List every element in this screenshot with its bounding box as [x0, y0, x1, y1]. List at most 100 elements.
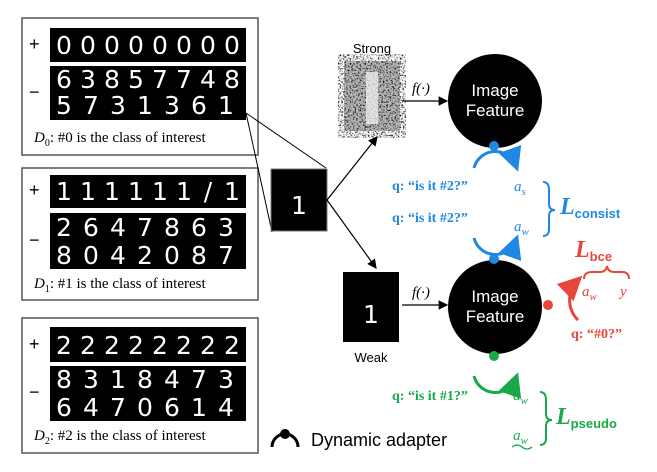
- mnist-digit: 8: [164, 213, 180, 242]
- query-pseudo: q: “is it #1?”: [392, 389, 468, 404]
- caption-D: D: [33, 130, 45, 146]
- mnist-digit: 0: [164, 241, 180, 270]
- mnist-digit: 1: [152, 177, 168, 206]
- mnist-digit: 3: [164, 91, 180, 120]
- mnist-digit: 8: [104, 65, 120, 94]
- mnist-digit: 0: [104, 31, 120, 60]
- loss-subscript: consist: [575, 206, 621, 221]
- a-subscript: w: [521, 435, 529, 447]
- mnist-digit: 0: [176, 31, 192, 60]
- loss-symbol: L: [574, 237, 590, 263]
- mnist-digit: 7: [176, 65, 192, 94]
- feature-label-line2: Feature: [466, 101, 525, 120]
- minus-sign: −: [29, 230, 40, 250]
- query-bce: q: “#0?”: [571, 327, 622, 342]
- mnist-digit: 7: [191, 365, 207, 394]
- caption-D: D: [33, 276, 45, 292]
- answer-strong: as: [514, 179, 526, 198]
- a-symbol: a: [514, 219, 522, 235]
- adapter-node: [543, 300, 553, 310]
- loss-subscript: pseudo: [571, 416, 617, 431]
- a-symbol: a: [513, 428, 521, 444]
- mnist-digit: 0: [224, 31, 240, 60]
- mnist-digit: 3: [218, 213, 234, 242]
- mnist-digit: 4: [164, 365, 180, 394]
- mnist-digit: 7: [83, 91, 99, 120]
- label-y: y: [618, 284, 627, 300]
- mnist-digit: 6: [191, 91, 207, 120]
- a-subscript: w: [521, 395, 529, 407]
- mnist-digit: 2: [224, 331, 240, 360]
- mnist-digit: 2: [80, 331, 96, 360]
- mnist-digit: 7: [137, 213, 153, 242]
- panel-caption: D1: #1 is the class of interest: [33, 276, 206, 295]
- a-symbol: a: [582, 284, 590, 300]
- mnist-digit: 3: [80, 65, 96, 94]
- mnist-digit: 7: [110, 393, 126, 422]
- mnist-digit: 6: [164, 393, 180, 422]
- strong-augmented-image: [344, 61, 400, 131]
- strong-image-stroke: [366, 72, 378, 124]
- a-subscript: w: [590, 291, 598, 303]
- positive-strip: [50, 175, 246, 208]
- mnist-digit: 3: [218, 365, 234, 394]
- weak-digit: 1: [363, 300, 379, 329]
- mnist-digit: 1: [56, 177, 72, 206]
- legend: Dynamic adapter: [270, 429, 447, 450]
- panel-caption: D2: #2 is the class of interest: [33, 428, 206, 447]
- a-subscript: w: [522, 226, 530, 238]
- mnist-digit: 4: [110, 213, 126, 242]
- mnist-digit: /: [204, 177, 213, 206]
- mnist-digit: 8: [224, 65, 240, 94]
- mnist-digit: 6: [56, 393, 72, 422]
- mnist-digit: 4: [83, 393, 99, 422]
- loss-subscript: bce: [590, 249, 612, 264]
- mnist-digit: 4: [218, 393, 234, 422]
- input-digit: 1: [291, 191, 307, 220]
- mnist-digit: 3: [83, 365, 99, 394]
- f-label-bottom: f(·): [412, 285, 430, 301]
- strong-label: Strong: [353, 41, 391, 56]
- brace-consist: [542, 181, 556, 237]
- a-symbol: a: [514, 179, 522, 195]
- panel-caption: D0: #0 is the class of interest: [33, 130, 206, 149]
- a-symbol: a: [513, 388, 521, 404]
- mnist-digit: 2: [137, 241, 153, 270]
- input-digit-image: [270, 168, 328, 232]
- connector-line: [245, 112, 273, 233]
- positive-strip: [50, 28, 246, 62]
- mnist-digit: 8: [56, 365, 72, 394]
- mnist-digit: 1: [110, 365, 126, 394]
- caption-D: D: [33, 428, 45, 444]
- arrow-to-weak: [326, 199, 377, 269]
- mnist-digit: 1: [137, 91, 153, 120]
- mnist-digit: 2: [176, 331, 192, 360]
- answer-bce: aw: [582, 284, 598, 303]
- mnist-digit: 0: [152, 31, 168, 60]
- mnist-digit: 1: [128, 177, 144, 206]
- plus-sign: +: [29, 180, 40, 200]
- caption-sub: 1: [45, 284, 50, 295]
- caption-sub: 0: [45, 138, 50, 149]
- mnist-digit: 2: [128, 331, 144, 360]
- mnist-digit: 8: [56, 241, 72, 270]
- image-feature-weak: [448, 260, 542, 354]
- mnist-digit: 4: [200, 65, 216, 94]
- dynamic-adapter-strong: [472, 144, 522, 172]
- mnist-digit: 6: [56, 65, 72, 94]
- answer-weak: aw: [514, 219, 530, 238]
- a-subscript: s: [522, 186, 526, 198]
- mnist-digit: 8: [137, 365, 153, 394]
- loss-consist: Lconsist: [559, 194, 621, 221]
- minus-sign: −: [29, 82, 40, 102]
- mnist-digit: 4: [110, 241, 126, 270]
- brace-pseudo: [539, 391, 553, 446]
